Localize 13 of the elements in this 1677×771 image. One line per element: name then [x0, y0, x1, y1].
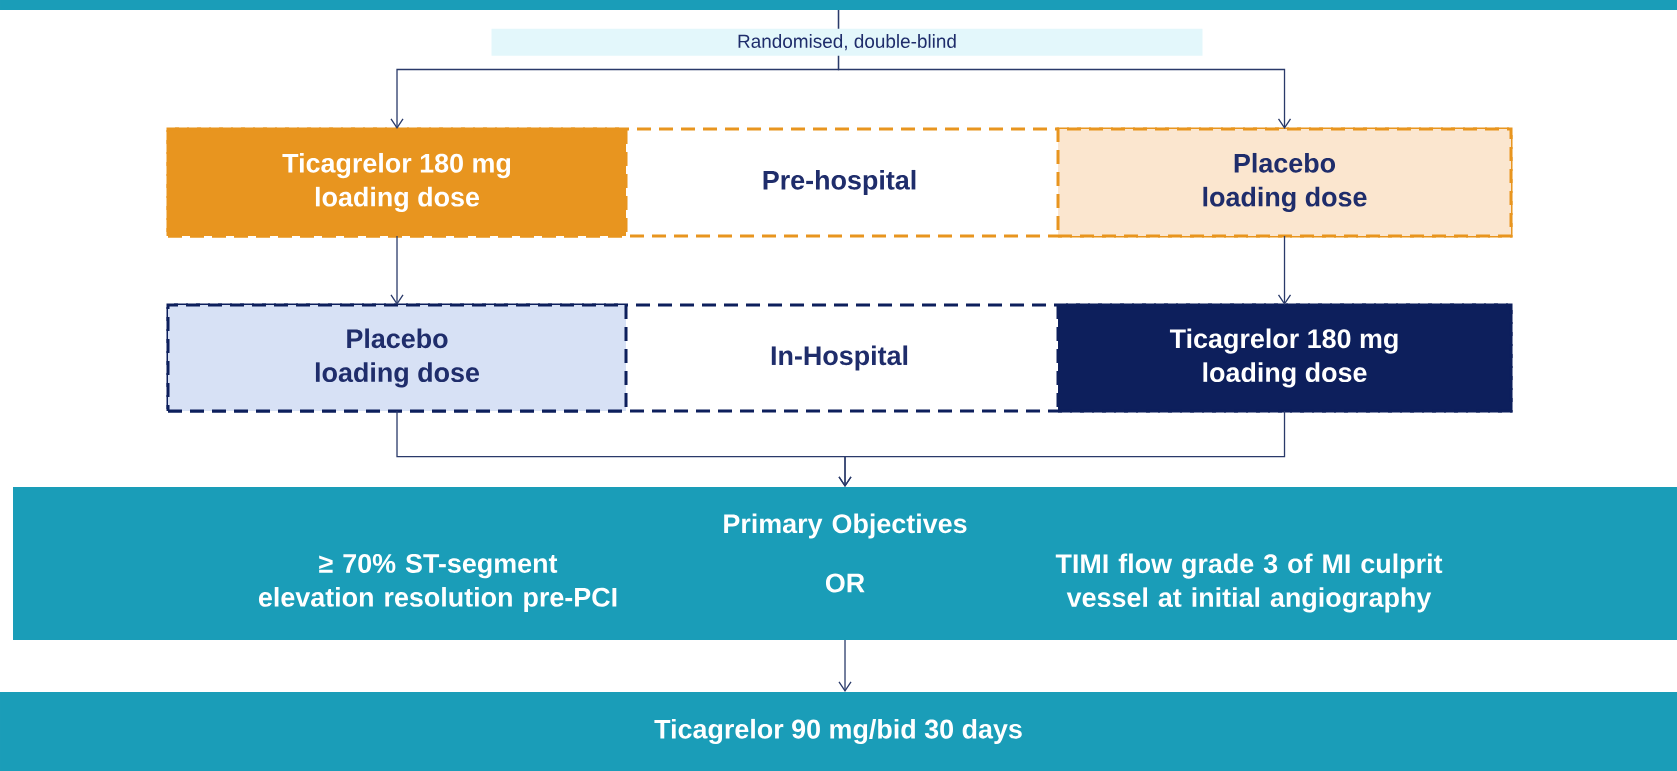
treatment-box: Ticagrelor 180 mg loading dose — [1056, 303, 1513, 413]
regimen-band: Ticagrelor 90 mg/bid 30 days — [0, 692, 1677, 771]
arrow — [390, 235, 404, 305]
edge-label: Randomised, double-blind — [491, 28, 1203, 56]
objectives-band: Primary Objectives ≥ 70% ST-segment elevation resolution pre-PCI OR TIMI flow grade 3 of MI culprit vessel at initial angiography — [13, 487, 1677, 640]
arrow — [837, 9, 1292, 129]
arrow — [838, 639, 852, 692]
treatment-box: Placebo loading dose — [166, 303, 628, 413]
arrow — [1277, 235, 1292, 305]
arrow — [838, 410, 1286, 487]
header-bar — [0, 0, 1677, 10]
treatment-box: Placebo loading dose — [1056, 127, 1513, 238]
treatment-box: Ticagrelor 180 mg loading dose — [166, 127, 628, 238]
